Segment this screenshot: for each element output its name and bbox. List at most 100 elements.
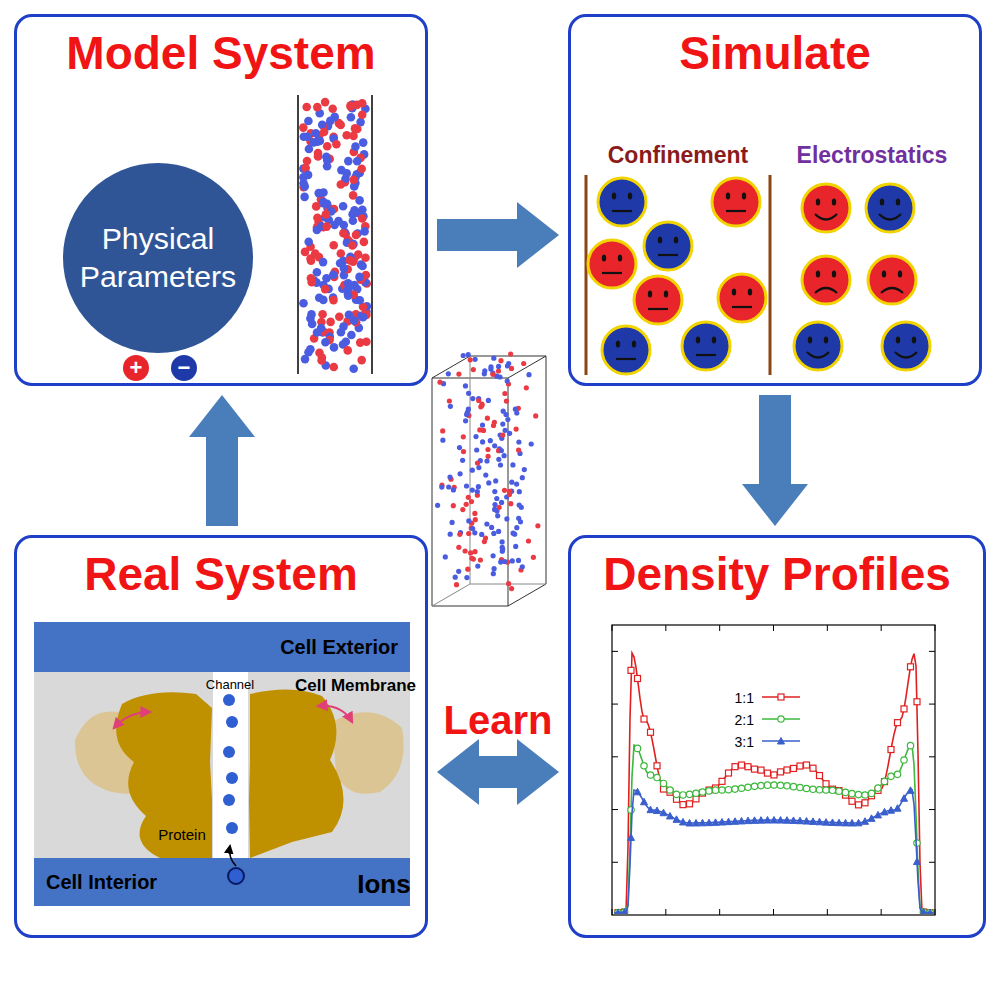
face-eye [816,199,820,206]
ion-dot [343,346,352,355]
ion-dot [460,507,465,512]
data-marker [641,763,647,769]
data-marker [849,819,856,826]
face-eye [742,193,746,200]
ion-dot [510,558,515,563]
face-mouth [732,306,752,308]
data-marker [797,817,804,824]
data-marker [719,787,725,793]
data-marker [764,782,770,788]
ion-dot [344,157,353,166]
ion-dot [491,571,496,576]
data-marker [732,786,738,792]
ion-dot [517,489,522,494]
face-eye [748,289,752,296]
data-marker [914,858,921,865]
data-marker [719,778,725,784]
ion-dot [469,556,474,561]
ion-dot [337,249,346,258]
ion-dot [435,503,440,508]
data-marker [829,787,835,793]
data-marker [660,780,666,786]
ion-dot [447,398,452,403]
data-marker [908,664,914,670]
ion-dot [304,171,313,180]
parameter-circle: Physical Parameters [63,163,253,353]
ion-dot [507,492,512,497]
ion-dot [328,105,337,114]
data-marker [777,817,784,824]
ion-face [644,222,692,270]
axis-tick [665,625,666,631]
data-marker [764,817,771,824]
cell-band: Cell Interior [34,858,410,906]
face-mouth [879,214,901,220]
ion-dot [466,531,471,536]
ion-face [868,256,916,304]
flow-arrow [742,395,808,526]
axis-tick [935,909,936,915]
data-marker [784,783,790,789]
data-marker [725,818,732,825]
data-marker [778,716,784,722]
panel-heading: Simulate [679,27,871,79]
data-marker [628,834,635,841]
ion-dot [461,353,466,358]
ion-face [602,326,650,374]
ion-dot [300,193,309,202]
ion-dot [439,485,444,490]
data-marker [810,786,816,792]
data-marker [778,694,784,700]
ion-dot [486,480,491,485]
ion-dot [321,338,330,347]
ion-dot [517,502,522,507]
data-marker [829,819,836,826]
axis-ticks [612,625,935,915]
ion-dot [472,511,477,516]
ion-dot [488,364,493,369]
ion-dot [337,166,346,175]
ion-dot [329,296,338,305]
data-marker [647,806,654,813]
data-marker [797,784,803,790]
ion-dot [344,279,353,288]
ion-dot [443,554,448,559]
data-marker [699,819,706,826]
data-marker [849,790,855,796]
confining-wall [769,175,772,375]
ion-dot [473,357,478,362]
data-marker [842,789,848,795]
data-marker [615,909,622,914]
legend-text: 1:1 [735,691,754,706]
ion-dot [505,379,510,384]
ion-dot [307,278,316,287]
data-marker [816,818,823,825]
ion-dot [461,434,466,439]
data-marker [635,675,641,681]
ion-dot [476,484,481,489]
ion-dot [326,318,335,327]
ion-dot [322,152,331,161]
axis-tick [612,651,618,652]
face-eye [696,337,700,344]
data-marker [790,783,796,789]
axis-tick [719,625,720,631]
data-marker [817,773,823,779]
ion-dot [321,98,330,107]
density-curve [614,787,934,914]
ion-dot [488,438,493,443]
face-mouth [815,288,837,293]
ion-dot [299,299,308,308]
ion-dot [472,549,477,554]
face-disc [588,240,636,288]
box-edge [432,584,546,606]
ion-face [882,322,930,370]
data-marker [784,817,791,824]
ion-dot [504,399,509,404]
flow-arrow [437,739,559,805]
data-marker [667,787,673,793]
ion-dot [315,349,324,358]
ion-dot [483,473,488,478]
ion-dot [464,483,469,488]
data-marker [693,819,700,826]
